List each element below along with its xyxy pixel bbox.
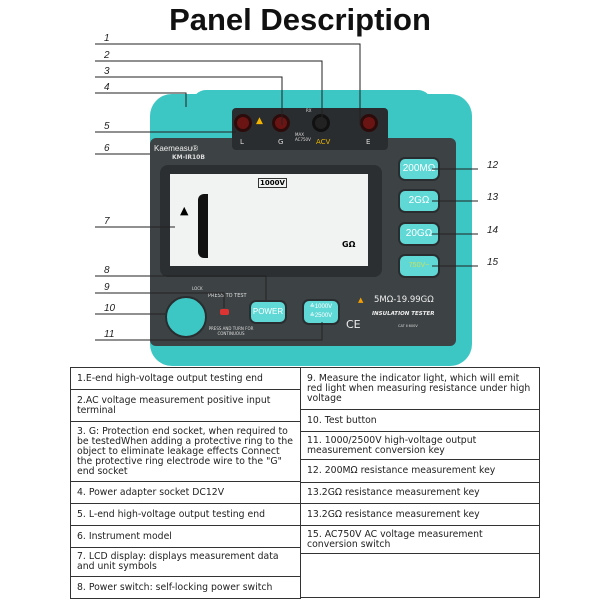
label-acv: ACV xyxy=(316,138,331,146)
callout-line-8 xyxy=(95,275,267,300)
ce-mark: CE xyxy=(346,318,361,331)
callout-line-2 xyxy=(95,60,323,125)
callout-11: 11 xyxy=(104,329,115,340)
callout-14: 14 xyxy=(487,225,499,236)
voltage-2500: ≙2500V xyxy=(309,313,333,319)
hv-warning-icon: ▲ xyxy=(180,204,189,217)
test-knob[interactable] xyxy=(165,296,207,338)
callout-line-1 xyxy=(95,43,361,125)
voltage-1000: ≙1000V xyxy=(309,304,333,310)
desc-8: 8. Power switch: self-locking power swit… xyxy=(70,576,301,599)
desc-3: 3. G: Protection end socket, when requir… xyxy=(70,421,301,482)
callout-8: 8 xyxy=(104,265,110,276)
lcd-digit xyxy=(198,194,208,258)
callout-line-4 xyxy=(95,92,187,107)
desc-12: 12. 200MΩ resistance measurement key xyxy=(300,459,540,483)
range-warning-icon: ▲ xyxy=(358,296,364,304)
callout-1: 1 xyxy=(104,33,110,44)
desc-13: 13.2GΩ resistance measurement key xyxy=(300,482,540,504)
press-to-test-label: PRESS TO TEST xyxy=(208,293,247,299)
desc-15: 15. AC750V AC voltage measurement conver… xyxy=(300,525,540,554)
range-label: 5MΩ-19.99GΩ xyxy=(374,295,434,305)
callout-3: 3 xyxy=(104,66,110,77)
desc-7: 7. LCD display: displays measurement dat… xyxy=(70,547,301,577)
lcd-display: 1000V ▲ GΩ xyxy=(170,174,368,266)
2g-button[interactable]: 2GΩ xyxy=(400,191,438,211)
callout-9: 9 xyxy=(104,282,110,293)
jack-acv xyxy=(312,114,330,132)
callout-5: 5 xyxy=(104,121,110,132)
callout-6: 6 xyxy=(104,143,110,154)
description-table-right: 9. Measure the indicator light, which wi… xyxy=(300,367,540,598)
terminal-block: L G ACV E RX MAX AC750V ▲ xyxy=(232,108,388,150)
desc-11: 11. 1000/2500V high-voltage output measu… xyxy=(300,431,540,460)
cat-label: CAT Ⅱ 600V xyxy=(398,324,418,328)
jack-g xyxy=(272,114,290,132)
label-rx: RX xyxy=(306,108,312,113)
callout-13: 13 xyxy=(487,192,499,203)
callout-10: 10 xyxy=(104,303,116,314)
callout-15: 15 xyxy=(487,257,499,268)
warning-icon: ▲ xyxy=(256,116,263,126)
jack-e xyxy=(360,114,378,132)
lcd-voltage: 1000V xyxy=(258,178,287,188)
callout-line-9 xyxy=(95,292,225,308)
desc-5: 5. L-end high-voltage output testing end xyxy=(70,503,301,526)
lock-label: LOCK xyxy=(192,286,203,291)
product-label: INSULATION TESTER xyxy=(372,311,435,317)
empty-cell xyxy=(300,553,540,598)
desc-9: 9. Measure the indicator light, which wi… xyxy=(300,367,540,410)
desc-1: 1.E-end high-voltage output testing end xyxy=(70,367,301,390)
desc-10: 10. Test button xyxy=(300,409,540,432)
callout-12: 12 xyxy=(487,160,499,171)
label-g: G xyxy=(278,138,284,146)
model: KM-IR10B xyxy=(172,154,205,161)
brand: Kaemeasu® xyxy=(154,144,199,153)
callout-2: 2 xyxy=(104,50,110,61)
callout-line-3 xyxy=(95,76,283,125)
lcd-unit: GΩ xyxy=(342,240,356,249)
200m-button[interactable]: 200MΩ xyxy=(400,159,438,179)
indicator-light xyxy=(220,309,229,315)
label-max: MAX AC750V xyxy=(295,132,311,142)
callout-7: 7 xyxy=(104,216,110,227)
desc-6: 6. Instrument model xyxy=(70,525,301,548)
jack-l xyxy=(234,114,252,132)
desc-4: 4. Power adapter socket DC12V xyxy=(70,481,301,504)
desc-14: 13.2GΩ resistance measurement key xyxy=(300,503,540,526)
power-button[interactable]: POWER xyxy=(251,302,285,322)
desc-2: 2.AC voltage measurement positive input … xyxy=(70,389,301,422)
label-e: E xyxy=(366,138,371,146)
press-turn-label: PRESS AND TURN FOR CONTINUOUS xyxy=(208,326,254,336)
acv-button[interactable]: 750V~ xyxy=(400,256,438,276)
20g-button[interactable]: 20GΩ xyxy=(400,224,438,244)
callout-4: 4 xyxy=(104,82,110,93)
callout-line-11 xyxy=(95,322,323,341)
page-title: Panel Description xyxy=(169,2,431,37)
label-l: L xyxy=(240,138,244,146)
description-table-left: 1.E-end high-voltage output testing end … xyxy=(70,367,301,599)
voltage-select-button[interactable]: ≙1000V ≙2500V xyxy=(304,301,338,323)
